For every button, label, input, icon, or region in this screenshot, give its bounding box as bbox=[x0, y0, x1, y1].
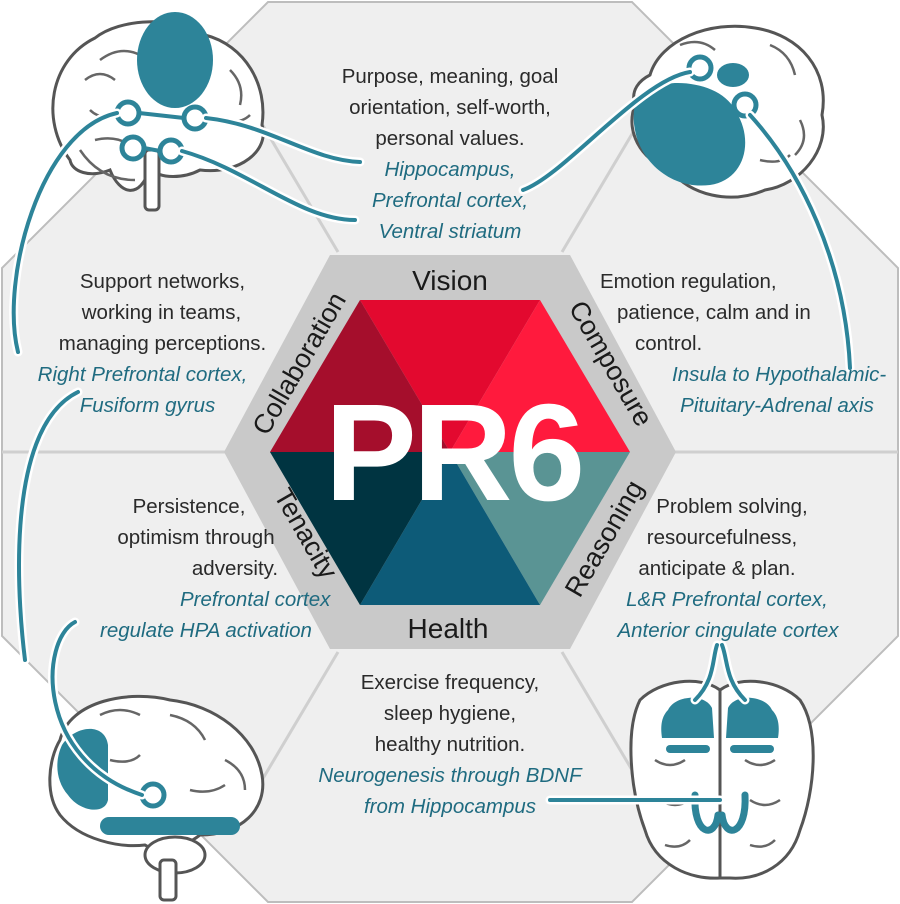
section-reasoning: Problem solving, resourcefulness, antici… bbox=[592, 491, 852, 646]
segment-health bbox=[360, 452, 540, 605]
collaboration-description-2: working in teams, bbox=[81, 301, 242, 324]
composure-description-2: patience, calm and in bbox=[617, 301, 811, 324]
collaboration-description-3: managing perceptions. bbox=[58, 332, 267, 355]
brain-icon-reasoning bbox=[629, 679, 815, 880]
tenacity-description-3: adversity. bbox=[191, 557, 279, 580]
tenacity-region-prefrontal bbox=[57, 728, 108, 810]
tenacity-description-2: optimism through bbox=[117, 526, 275, 549]
section-tenacity: Persistence, optimism through adversity.… bbox=[70, 491, 331, 646]
composure-description-1: Emotion regulation, bbox=[600, 270, 777, 293]
collaboration-description-1: Support networks, bbox=[79, 270, 246, 293]
vision-description-1: Purpose, meaning, goal bbox=[341, 65, 559, 88]
segment-tenacity bbox=[270, 452, 450, 605]
vision-region-2: Prefrontal cortex, bbox=[371, 189, 529, 212]
segment-composure bbox=[450, 300, 630, 452]
section-health: Exercise frequency, sleep hygiene, healt… bbox=[300, 667, 600, 822]
vision-region-prefrontal bbox=[137, 12, 213, 108]
tenacity-region-1: Prefrontal cortex bbox=[180, 588, 331, 611]
health-description-3: healthy nutrition. bbox=[374, 733, 526, 756]
reasoning-region-left-prefrontal bbox=[661, 697, 714, 738]
reasoning-region-2: Anterior cingulate cortex bbox=[617, 619, 839, 642]
reasoning-region-right-prefrontal bbox=[726, 697, 779, 738]
segment-reasoning bbox=[450, 452, 630, 605]
section-collaboration: Support networks, working in teams, mana… bbox=[20, 266, 275, 421]
reasoning-description-2: resourcefulness, bbox=[646, 526, 798, 549]
vision-region-3: Ventral striatum bbox=[378, 220, 522, 243]
domain-label-health: Health bbox=[408, 613, 489, 644]
collaboration-region-2: Fusiform gyrus bbox=[79, 394, 216, 417]
brain-icon-tenacity bbox=[48, 694, 265, 902]
health-description-2: sleep hygiene, bbox=[383, 702, 517, 725]
section-vision: Purpose, meaning, goal orientation, self… bbox=[300, 61, 600, 247]
tenacity-description-1: Persistence, bbox=[132, 495, 246, 518]
pr6-logo: PR6 bbox=[325, 376, 581, 530]
vision-description-3: personal values. bbox=[375, 127, 525, 150]
segment-vision bbox=[360, 300, 540, 452]
health-description-1: Exercise frequency, bbox=[360, 671, 540, 694]
composure-region-2: Pituitary-Adrenal axis bbox=[680, 394, 874, 417]
reasoning-description-1: Problem solving, bbox=[656, 495, 808, 518]
brain-icon-vision bbox=[51, 12, 265, 212]
composure-description-3: control. bbox=[635, 332, 703, 355]
domain-label-vision: Vision bbox=[412, 265, 488, 296]
segment-collaboration bbox=[270, 300, 450, 452]
section-composure: Emotion regulation, patience, calm and i… bbox=[592, 266, 887, 421]
health-region-1: Neurogenesis through BDNF bbox=[318, 764, 582, 787]
reasoning-region-1: L&R Prefrontal cortex, bbox=[626, 588, 828, 611]
vision-region-1: Hippocampus, bbox=[384, 158, 516, 181]
collaboration-region-1: Right Prefrontal cortex, bbox=[37, 363, 248, 386]
health-region-2: from Hippocampus bbox=[363, 795, 537, 818]
center-hexagon bbox=[270, 300, 630, 605]
tenacity-region-2: regulate HPA activation bbox=[100, 619, 312, 642]
connector-lines-teal bbox=[11, 70, 852, 803]
vision-description-2: orientation, self-worth, bbox=[349, 96, 551, 119]
composure-region-insula bbox=[633, 83, 746, 186]
composure-region-1: Insula to Hypothalamic- bbox=[672, 363, 887, 386]
reasoning-description-3: anticipate & plan. bbox=[638, 557, 796, 580]
